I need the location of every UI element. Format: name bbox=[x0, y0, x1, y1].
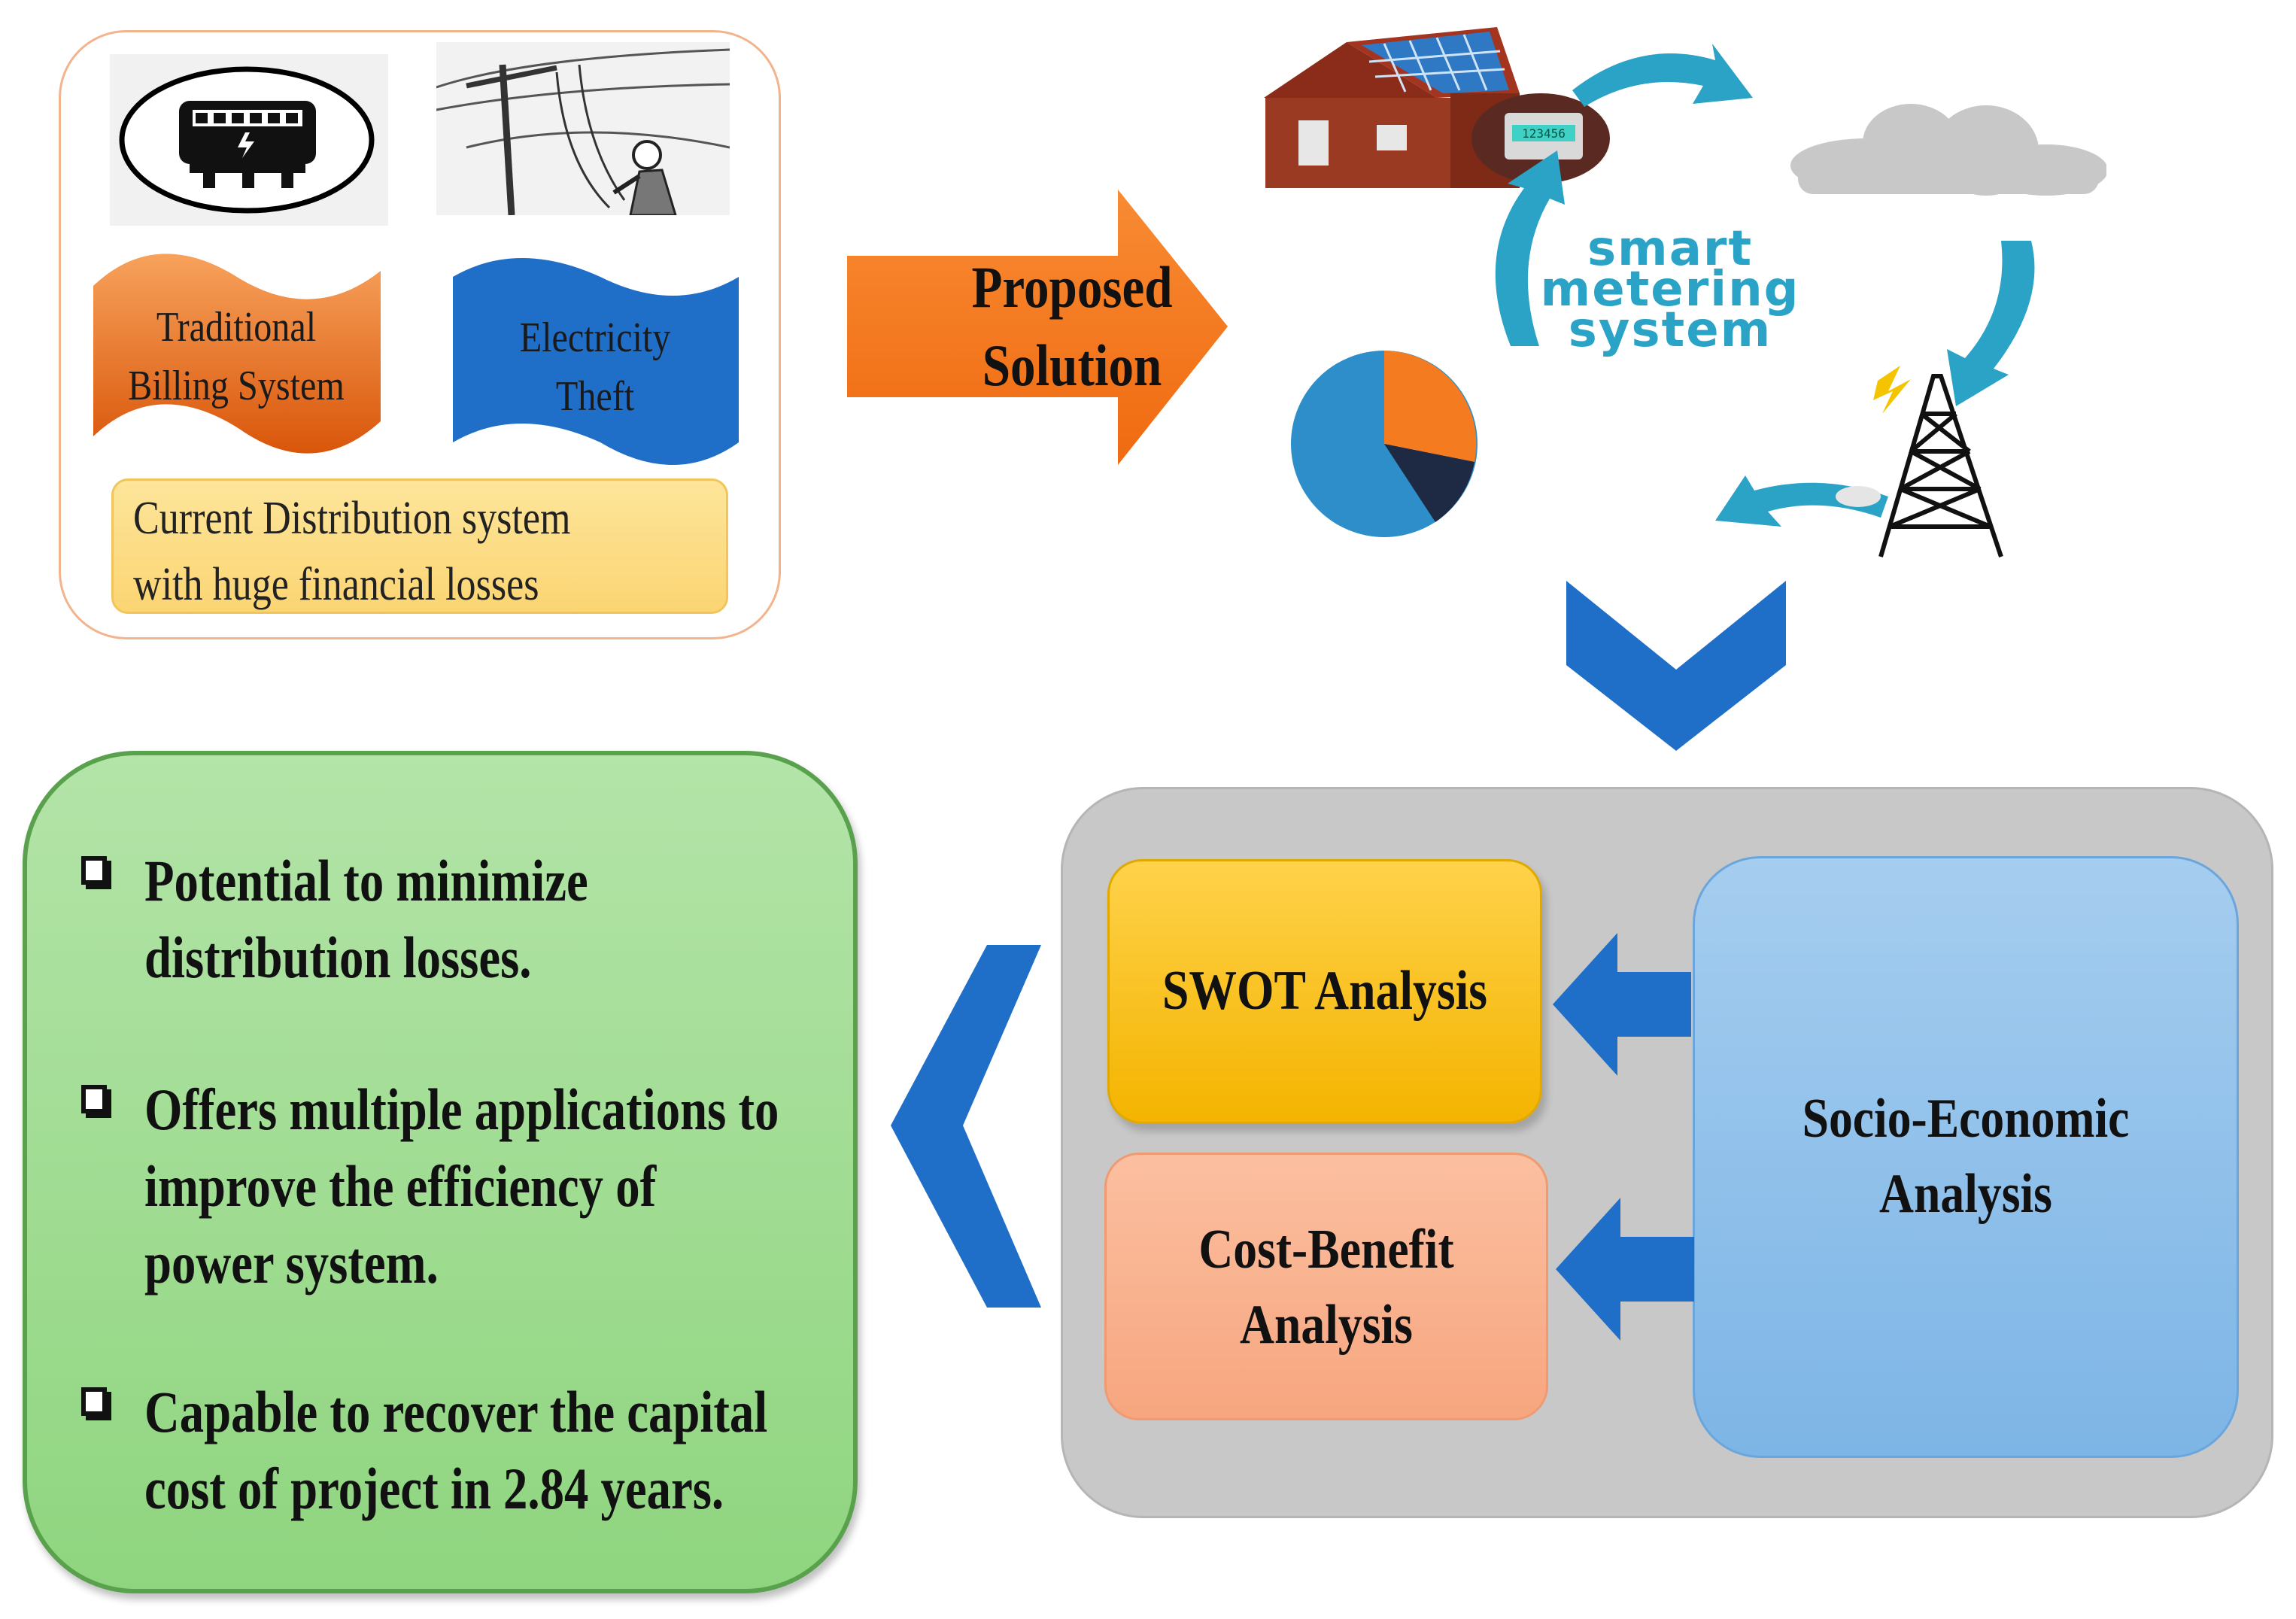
cost-benefit-analysis-label: Cost-Benefit Analysis bbox=[1198, 1219, 1454, 1356]
left-arrow-to-cost-benefit-icon bbox=[1556, 1198, 1694, 1341]
proposed-solution-label: Proposed Solution bbox=[971, 254, 1173, 398]
checkbox-icon bbox=[81, 856, 107, 885]
socio-economic-analysis-box: Socio-Economic Analysis bbox=[1693, 856, 2239, 1458]
left-chevron-icon bbox=[891, 945, 1041, 1308]
checkbox-icon bbox=[81, 1085, 107, 1113]
outcomes-panel: Potential to minimize distribution losse… bbox=[23, 751, 858, 1593]
socio-economic-analysis-label: Socio-Economic Analysis bbox=[1802, 1088, 2130, 1225]
swot-analysis-label: SWOT Analysis bbox=[1162, 960, 1488, 1022]
problem-summary-text: Current Distribution system with huge fi… bbox=[133, 493, 571, 610]
smart-meter-icon: 123456 bbox=[1471, 93, 1610, 184]
pie-chart-icon bbox=[1291, 351, 1478, 537]
solar-house-icon bbox=[1264, 27, 1520, 188]
electricity-theft-illustration bbox=[436, 42, 730, 215]
outcome-text: Capable to recover the capital cost of p… bbox=[144, 1379, 768, 1521]
electricity-theft-label: Electricity Theft bbox=[519, 314, 671, 420]
swot-analysis-box: SWOT Analysis bbox=[1107, 859, 1542, 1124]
electricity-theft-banner: Electricity Theft bbox=[450, 247, 740, 472]
lightning-icon bbox=[1873, 366, 1911, 414]
cost-benefit-analysis-box: Cost-Benefit Analysis bbox=[1104, 1153, 1548, 1420]
left-arrow-to-swot-icon bbox=[1553, 933, 1691, 1076]
traditional-billing-banner: Traditional Billing System bbox=[89, 241, 384, 466]
outcome-text: Potential to minimize distribution losse… bbox=[144, 848, 588, 990]
down-chevron-icon bbox=[1566, 581, 1789, 752]
transmission-tower-icon bbox=[1878, 374, 2003, 557]
smart-metering-cycle: 123456 bbox=[1249, 15, 2106, 572]
electric-meter-icon bbox=[110, 54, 388, 226]
proposed-solution-arrow bbox=[847, 187, 1231, 468]
svg-text:123456: 123456 bbox=[1522, 126, 1566, 141]
cloud-icon bbox=[1790, 104, 2106, 196]
smart-metering-title: smart metering system bbox=[1540, 221, 1800, 358]
traditional-billing-label: Traditional Billing System bbox=[128, 304, 345, 409]
outcome-text: Offers multiple applications to improve … bbox=[144, 1077, 779, 1296]
problem-summary-box: Current Distribution system with huge fi… bbox=[111, 478, 728, 614]
checkbox-icon bbox=[81, 1387, 107, 1416]
